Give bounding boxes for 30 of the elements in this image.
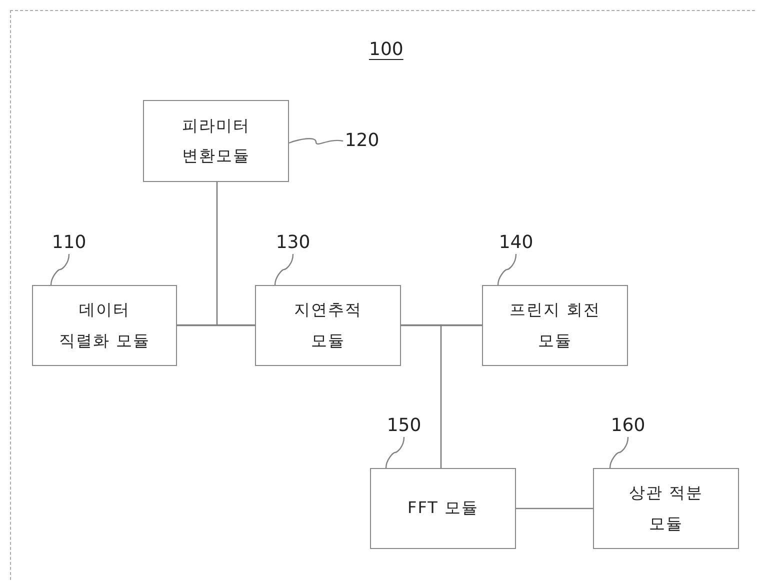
- leader-line: [274, 254, 294, 286]
- module-label: 지연추적 모듈: [293, 299, 363, 352]
- leader-line: [50, 254, 70, 286]
- module-box: [255, 285, 401, 366]
- connector-line: [401, 324, 482, 326]
- module-label: 데이터 직렬화 모듈: [58, 299, 152, 352]
- module-box: [370, 468, 516, 549]
- connector-line: [177, 324, 255, 326]
- reference-number: 160: [609, 415, 647, 437]
- module-label: 상관 적분 모듈: [628, 482, 704, 534]
- reference-number: 120: [343, 130, 381, 152]
- module-box: [143, 100, 289, 182]
- leader-line: [385, 436, 405, 468]
- reference-number: 130: [274, 232, 312, 254]
- module-label: 피라미터 변환모듈: [181, 114, 251, 167]
- reference-number: 140: [497, 232, 535, 254]
- module-box: [482, 285, 628, 366]
- module-box: [593, 468, 739, 549]
- connector-line: [516, 508, 593, 510]
- connector-line: [216, 182, 255, 326]
- figure-number: 100: [369, 38, 404, 62]
- module-label: 프린지 회전 모듈: [508, 299, 602, 352]
- leader-line: [288, 138, 344, 145]
- module-label: FFT 모듈: [408, 497, 478, 520]
- leader-line: [609, 436, 629, 468]
- connector-line: [440, 324, 482, 468]
- leader-line: [497, 254, 517, 286]
- module-box: [32, 285, 177, 366]
- reference-number: 150: [385, 415, 423, 437]
- reference-number: 110: [50, 232, 88, 254]
